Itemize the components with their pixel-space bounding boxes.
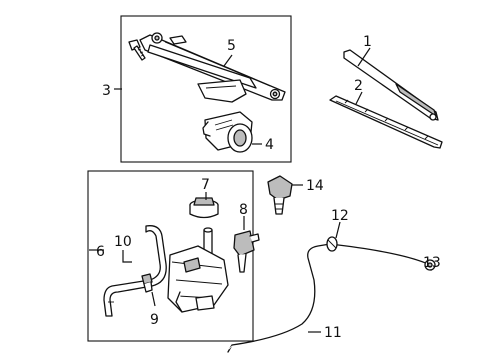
callout-8: 8 (239, 202, 248, 218)
callout-11: 11 (324, 325, 342, 341)
callout-2: 2 (354, 78, 363, 94)
wiper-motor (202, 111, 253, 153)
callout-13: 13 (423, 255, 441, 271)
linkage-bolt (128, 39, 146, 61)
washer-hose (227, 243, 429, 353)
callout-9: 9 (150, 312, 159, 328)
leader-line-5 (223, 54, 233, 67)
washer-pump (233, 230, 260, 273)
callout-10: 10 (114, 234, 132, 250)
pump-grommet (141, 273, 153, 293)
washer-reservoir-group-box (87, 170, 254, 342)
callout-12: 12 (331, 208, 349, 224)
leader-line-9 (151, 291, 156, 307)
leader-line-12 (335, 221, 341, 239)
callout-7: 7 (201, 177, 210, 193)
leader-line-10 (122, 250, 132, 263)
filler-neck-hose (103, 225, 167, 317)
callout-4: 4 (265, 137, 274, 153)
reservoir-cap (189, 197, 219, 219)
callout-1: 1 (363, 34, 372, 50)
leader-line-2 (355, 91, 363, 105)
hose-clip (326, 236, 338, 252)
washer-reservoir (167, 227, 229, 313)
callout-3: 3 (102, 83, 111, 99)
callout-14: 14 (306, 178, 324, 194)
callout-5: 5 (227, 38, 236, 54)
callout-6: 6 (96, 244, 105, 260)
washer-nozzle (267, 175, 293, 215)
wiper-blade (329, 95, 443, 149)
wiper-linkage-assembly (139, 32, 286, 103)
wiper-arm (343, 49, 439, 121)
leader-line-1 (357, 47, 371, 67)
